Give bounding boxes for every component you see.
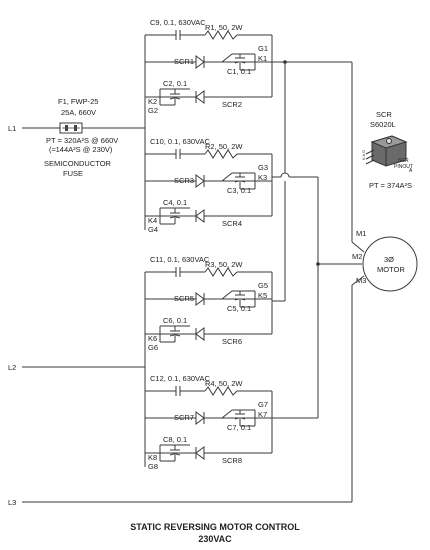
snubber-cap-label-3: C11, 0.1, 630VAC	[150, 255, 210, 264]
scr-pinout-2: PINOUT	[394, 164, 413, 170]
snubber-cap-label-1: C9, 0.1, 630VAC	[150, 18, 206, 27]
gate-b-label-3: G6	[148, 343, 158, 352]
scr-a-label-2: SCR3	[174, 176, 194, 185]
scr-a-label-1: SCR1	[174, 57, 194, 66]
gate-a-label-3: G5	[258, 281, 268, 290]
line-l3: L3	[8, 285, 353, 507]
gate-a-label-4: G7	[258, 400, 268, 409]
scr-b-label-4: SCR8	[222, 456, 242, 465]
title-line-1: STATIC REVERSING MOTOR CONTROL	[130, 522, 300, 532]
snubber-cap-label-4: C12, 0.1, 630VAC	[150, 374, 210, 383]
resistor-label-3: R3, 50, 2W	[205, 260, 243, 269]
scr-b-label-2: SCR4	[222, 219, 242, 228]
label-l3: L3	[8, 498, 16, 507]
k-b-label-4: K8	[148, 453, 157, 462]
scr-part-number: S6020L	[370, 120, 396, 129]
line-l2: L2	[8, 363, 145, 372]
motor-m3: M3	[356, 276, 366, 285]
resistor-label-1: R1, 50, 2W	[205, 23, 243, 32]
scr-package: SCR S6020L K A G A SCR PINOUT PT = 374A²…	[361, 110, 413, 190]
scr-b-label-3: SCR6	[222, 337, 242, 346]
output-wiring	[272, 60, 365, 419]
gate-a-label-1: G1	[258, 44, 268, 53]
scr-pins: K A G	[361, 150, 366, 160]
motor-m2: M2	[352, 252, 362, 261]
fuse-name: F1, FWP-25	[58, 97, 98, 106]
scr-b-label-1: SCR2	[222, 100, 242, 109]
scr-pin-a: A	[409, 168, 413, 174]
motor-m1: M1	[356, 229, 366, 238]
k-a-label-3: K5	[258, 291, 267, 300]
cap-b-label-4: C8, 0.1	[163, 435, 187, 444]
motor-label-2: MOTOR	[377, 265, 405, 274]
k-b-label-2: K4	[148, 216, 157, 225]
cap-a-label-1: C1, 0.1	[227, 67, 251, 76]
motor-label-1: 3Ø	[384, 255, 394, 264]
k-a-label-4: K7	[258, 410, 267, 419]
gate-a-label-2: G3	[258, 163, 268, 172]
fuse-pt1: PT = 320A²S @ 660V	[46, 136, 118, 145]
cap-a-label-3: C5, 0.1	[227, 304, 251, 313]
fuse-type2: FUSE	[63, 169, 83, 178]
k-a-label-1: K1	[258, 54, 267, 63]
gate-b-label-4: G8	[148, 462, 158, 471]
gate-b-label-1: G2	[148, 106, 158, 115]
fuse-pt2: (≈144A²S @ 230V)	[49, 145, 113, 154]
scr-pinout-1: SCR	[398, 158, 409, 164]
resistor-label-2: R2, 50, 2W	[205, 142, 243, 151]
cap-b-label-2: C4, 0.1	[163, 198, 187, 207]
k-b-label-3: K6	[148, 334, 157, 343]
fuse-rating: 25A, 660V	[61, 108, 96, 117]
fuse-f1: F1, FWP-25 25A, 660V PT = 320A²S @ 660V …	[44, 97, 118, 178]
cap-b-label-3: C6, 0.1	[163, 316, 187, 325]
label-l2: L2	[8, 363, 16, 372]
resistor-label-4: R4, 50, 2W	[205, 379, 243, 388]
fuse-type1: SEMICONDUCTOR	[44, 159, 112, 168]
line-l1: L1	[8, 124, 145, 133]
cap-a-label-4: C7, 0.1	[227, 423, 251, 432]
snubber-cap-label-2: C10, 0.1, 630VAC	[150, 137, 210, 146]
scr-part-title: SCR	[376, 110, 392, 119]
title-line-2: 230VAC	[198, 534, 232, 544]
k-b-label-1: K2	[148, 97, 157, 106]
scr-a-label-4: SCR7	[174, 413, 194, 422]
cap-b-label-1: C2, 0.1	[163, 79, 187, 88]
motor: 3Ø MOTOR M1 M2 M3	[352, 229, 418, 292]
scr-a-label-3: SCR5	[174, 294, 194, 303]
gate-b-label-2: G4	[148, 225, 158, 234]
label-l1: L1	[8, 124, 16, 133]
k-a-label-2: K3	[258, 173, 267, 182]
cap-a-label-2: C3, 0.1	[227, 186, 251, 195]
scr-pt: PT = 374A²S	[369, 181, 412, 190]
